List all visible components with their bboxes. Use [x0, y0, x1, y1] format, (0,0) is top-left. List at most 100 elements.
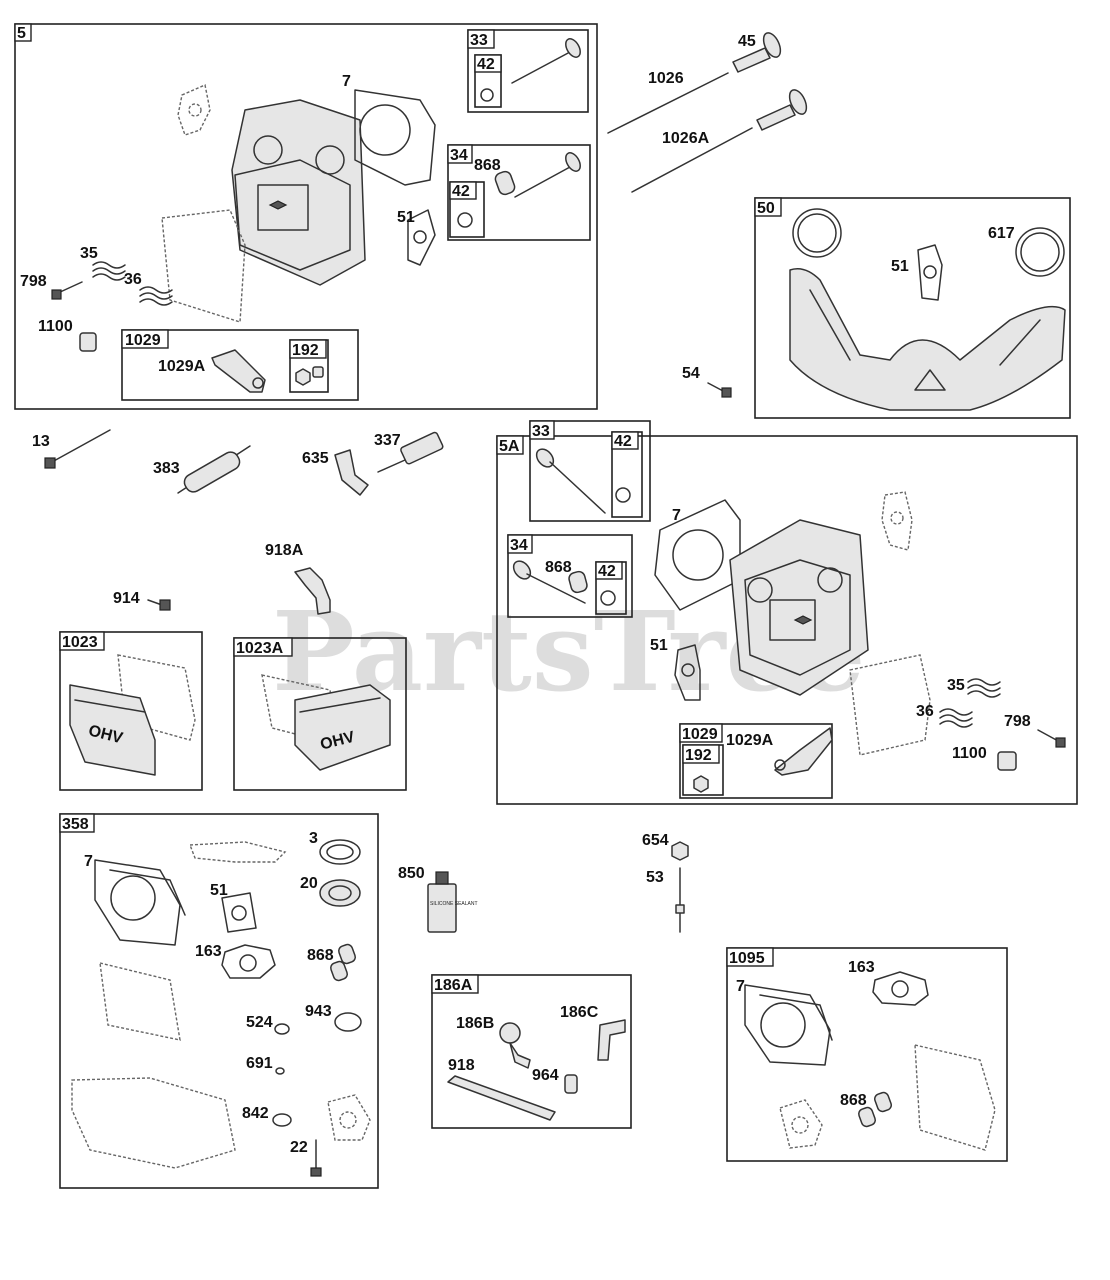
- bolt-icon[interactable]: [44, 429, 111, 469]
- fitting-icon[interactable]: [597, 1019, 626, 1061]
- gasket-small-icon[interactable]: [881, 491, 913, 551]
- valve-seal-icon[interactable]: [457, 212, 473, 228]
- part-3-label: 3: [309, 830, 318, 847]
- pushrod-icon[interactable]: [631, 127, 753, 193]
- crankcase-gasket-icon[interactable]: [71, 1077, 236, 1169]
- group-1023-box[interactable]: [59, 631, 203, 791]
- rocker-arm-icon[interactable]: [774, 727, 833, 776]
- o-ring-icon[interactable]: [334, 1012, 362, 1032]
- group-50-box[interactable]: [754, 197, 1071, 419]
- cover-gasket-icon[interactable]: [849, 654, 931, 756]
- stud-icon[interactable]: [675, 867, 685, 933]
- valve-guide-icon[interactable]: [494, 170, 517, 196]
- tappet-icon[interactable]: [756, 87, 810, 131]
- valve-guide-icon[interactable]: [873, 1091, 892, 1113]
- bolt-icon[interactable]: [707, 382, 732, 398]
- exhaust-manifold-icon[interactable]: [789, 268, 1066, 411]
- group-186A-box[interactable]: [431, 974, 632, 1129]
- o-ring-icon[interactable]: [272, 1113, 292, 1127]
- bolt-icon[interactable]: [310, 1139, 322, 1177]
- group-1095-box[interactable]: [726, 947, 1008, 1162]
- group-50-label: 50: [757, 200, 775, 217]
- breather-tube-icon[interactable]: [177, 445, 251, 495]
- group-33-box[interactable]: [529, 420, 651, 522]
- gasket-strip-icon[interactable]: [189, 841, 287, 863]
- cover-gasket-icon[interactable]: [99, 962, 181, 1041]
- group-34-box[interactable]: [447, 144, 591, 241]
- intake-gasket-icon[interactable]: [221, 944, 276, 979]
- nut-icon[interactable]: [671, 841, 689, 861]
- valve-spring-icon[interactable]: [939, 708, 973, 728]
- cover-gasket-icon[interactable]: [914, 1044, 996, 1151]
- group-33-box[interactable]: [467, 29, 589, 113]
- valve-spring-icon[interactable]: [92, 261, 126, 281]
- exhaust-gasket-icon[interactable]: [917, 244, 943, 301]
- valve-icon[interactable]: [514, 150, 583, 198]
- cover-gasket-icon[interactable]: [161, 209, 246, 323]
- group-358-box[interactable]: [59, 813, 379, 1189]
- group-5-box[interactable]: [14, 23, 598, 410]
- group-358-tag: [59, 813, 95, 833]
- valve-spring-icon[interactable]: [967, 678, 1001, 698]
- group-1023A-box[interactable]: [233, 637, 407, 791]
- hose-icon[interactable]: [294, 567, 331, 615]
- head-gasket-icon[interactable]: [744, 984, 833, 1066]
- nut-icon[interactable]: [295, 368, 311, 386]
- screw-icon[interactable]: [51, 281, 83, 300]
- group-1029-box[interactable]: [121, 329, 359, 401]
- valve-seal-icon[interactable]: [615, 487, 631, 503]
- o-ring-icon[interactable]: [274, 1023, 290, 1035]
- fitting-icon[interactable]: [499, 1022, 531, 1069]
- screw-icon[interactable]: [312, 366, 324, 378]
- group-5A-box[interactable]: [496, 435, 1078, 805]
- rocker-arm-icon[interactable]: [211, 349, 266, 393]
- valve-icon[interactable]: [533, 446, 606, 514]
- part-868-label: 868: [545, 559, 572, 576]
- cylinder-head-icon[interactable]: [231, 99, 366, 286]
- group-34-box[interactable]: [507, 534, 633, 618]
- oil-seal-icon[interactable]: [319, 839, 361, 865]
- valve-icon[interactable]: [510, 558, 586, 604]
- clamp-icon[interactable]: [564, 1074, 578, 1094]
- group-1029-tag: [679, 723, 723, 743]
- valve-spring-icon[interactable]: [139, 286, 173, 306]
- tappet-icon[interactable]: [732, 30, 784, 73]
- gasket-small-icon[interactable]: [177, 84, 211, 136]
- valve-seal-icon[interactable]: [600, 590, 616, 606]
- exhaust-gasket-icon[interactable]: [674, 644, 701, 701]
- group-186A-tag: [431, 974, 479, 994]
- screw-icon[interactable]: [147, 599, 171, 611]
- gasket-small-icon[interactable]: [327, 1094, 371, 1141]
- valve-seal-icon[interactable]: [480, 88, 494, 102]
- valve-cover-icon[interactable]: OHV: [69, 684, 156, 776]
- o-ring-icon[interactable]: [275, 1067, 285, 1075]
- gasket-ring-icon[interactable]: [1015, 227, 1065, 277]
- cylinder-head-icon[interactable]: [729, 519, 869, 696]
- screw-icon[interactable]: [1037, 729, 1066, 748]
- oil-seal-icon[interactable]: [319, 879, 361, 907]
- valve-guide-icon[interactable]: [337, 943, 356, 965]
- exhaust-gasket-icon[interactable]: [407, 209, 436, 266]
- nut-icon[interactable]: [79, 332, 97, 352]
- spark-plug-boot-icon[interactable]: [334, 449, 369, 496]
- valve-cover-icon[interactable]: OHV: [294, 684, 391, 771]
- gasket-ring-icon[interactable]: [792, 208, 842, 258]
- exhaust-gasket-icon[interactable]: [221, 892, 257, 933]
- intake-gasket-icon[interactable]: [872, 971, 929, 1006]
- valve-guide-icon[interactable]: [329, 960, 348, 982]
- valve-icon[interactable]: [511, 36, 583, 84]
- hose-icon[interactable]: [447, 1075, 556, 1121]
- head-gasket-icon[interactable]: [354, 89, 436, 186]
- valve-guide-icon[interactable]: [568, 570, 589, 594]
- valve-guide-icon[interactable]: [857, 1106, 876, 1128]
- group-192-tag: [682, 744, 720, 764]
- nut-icon[interactable]: [997, 751, 1017, 771]
- part-964-label: 964: [532, 1067, 559, 1084]
- spark-plug-icon[interactable]: [377, 431, 444, 473]
- gasket-small-icon[interactable]: [779, 1099, 823, 1149]
- sealant-tube-icon[interactable]: SILICONE SEALANT: [427, 871, 478, 933]
- nut-icon[interactable]: [693, 775, 709, 793]
- group-1029-box[interactable]: [679, 723, 833, 799]
- pushrod-icon[interactable]: [607, 72, 729, 134]
- head-gasket-icon[interactable]: [94, 859, 186, 946]
